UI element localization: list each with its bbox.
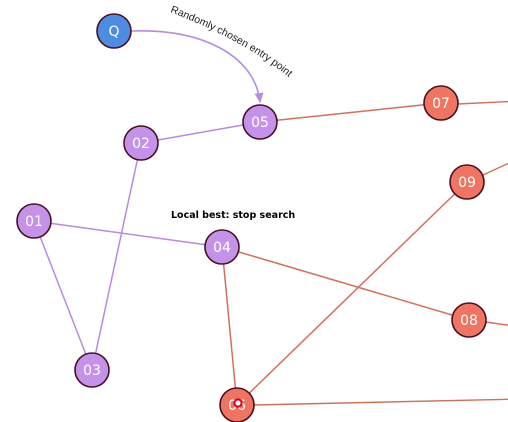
node-08: 08 [451, 302, 487, 338]
node-label: 05 [251, 115, 269, 131]
stop-marker [233, 398, 243, 408]
entry-point-annotation-text: Randomly chosen entry point [169, 4, 295, 80]
node-circle [123, 125, 159, 161]
edge-05-07 [259, 102, 442, 123]
edge-03-01 [33, 220, 93, 371]
node-circle [96, 13, 132, 49]
node-09: 09 [449, 164, 485, 200]
node-label: 04 [213, 240, 231, 256]
edge-01-04 [33, 220, 223, 248]
node-circle [449, 164, 485, 200]
edge-06-09 [236, 181, 468, 406]
stop-marker-ring [233, 398, 243, 408]
entry-arrow-curve [131, 30, 264, 104]
node-label: Q [108, 24, 119, 40]
node-04: 04 [204, 229, 240, 265]
edge-06-offscreen [253, 398, 508, 406]
node-circle [423, 85, 459, 121]
node-label: 01 [25, 214, 43, 230]
node-03: 03 [74, 352, 110, 388]
edge-09-offscreen [482, 162, 508, 176]
entry-point-annotation: Randomly chosen entry point [169, 4, 295, 80]
stop-search-annotation: Local best: stop search [171, 210, 295, 221]
edge-05-02 [140, 121, 261, 144]
edge-07-offscreen [457, 100, 508, 105]
node-q: Q [96, 13, 132, 49]
node-label: 02 [132, 136, 150, 152]
edge-08-offscreen [485, 321, 508, 326]
node-07: 07 [423, 85, 459, 121]
nodes-layer: Q050201030407090806 [16, 13, 487, 422]
node-circle [74, 352, 110, 388]
node-label: 07 [432, 96, 450, 112]
entry-arrow [131, 30, 264, 104]
node-01: 01 [16, 203, 52, 239]
node-05: 05 [242, 104, 278, 140]
edge-04-06 [221, 246, 238, 406]
node-circle [242, 104, 278, 140]
edge-02-03 [91, 142, 142, 371]
node-label: 08 [460, 313, 478, 329]
edge-04-08 [221, 246, 470, 321]
node-circle [451, 302, 487, 338]
node-label: 09 [458, 175, 476, 191]
node-02: 02 [123, 125, 159, 161]
node-circle [16, 203, 52, 239]
node-label: 03 [83, 363, 101, 379]
edges-layer [33, 100, 508, 406]
node-circle [204, 229, 240, 265]
